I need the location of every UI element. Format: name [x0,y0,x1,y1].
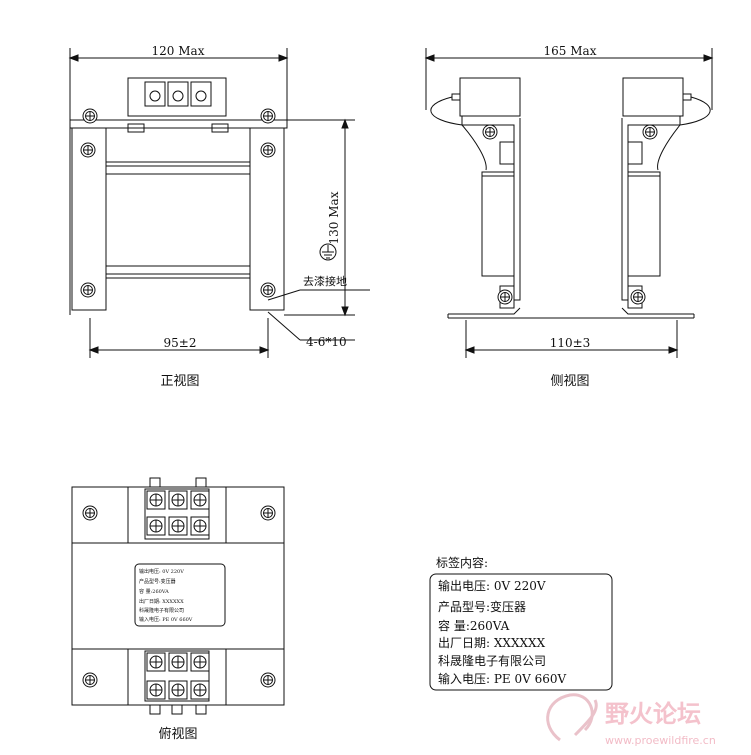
plate-line-3: 容 量:260VA [139,588,169,595]
ground-note: 去漆接地 [303,275,347,288]
front-view [68,48,370,358]
svg-text:输出电压: 0V 220V 产品型号:变压器: 输出电压: 0V 220V 产品型号:变压器 容 量:260VA 出厂日期: X… [139,568,193,623]
label-line-4: 出厂日期: XXXXXX [438,636,546,650]
side-mount-dim: 110±3 [550,336,591,350]
front-view-caption: 正视图 [160,374,199,389]
label-line-6: 输入电压: PE 0V 660V [438,671,567,686]
label-heading: 标签内容: [436,555,488,570]
front-mount-dim: 95±2 [164,336,197,350]
front-width-dim: 120 Max [152,44,205,58]
front-height-dim: 130 Max [327,191,341,244]
plate-line-2: 产品型号:变压器 [139,578,176,585]
plate-line-1: 输出电压: 0V 220V [139,568,184,575]
watermark-logo-icon [546,693,598,742]
plate-line-5: 科晟隆电子有限公司 [139,607,184,614]
top-view-caption: 俯视图 [158,726,197,742]
label-box [429,573,613,691]
side-view [424,48,714,358]
top-view [71,477,285,715]
watermark-text: 野火论坛 [605,700,701,728]
hole-dim: 4-6*10 [306,335,347,349]
label-line-2: 产品型号:变压器 [438,599,526,614]
side-view-caption: 侧视图 [550,374,589,389]
watermark-url: www.proewildfire.cn [605,734,716,747]
label-line-3: 容 量:260VA [438,618,510,633]
label-line-1: 输出电压: 0V 220V [438,578,546,593]
plate-line-4: 出厂日期: XXXXXX [139,598,184,605]
label-line-5: 科晟隆电子有限公司 [438,653,546,668]
plate-line-6: 输入电压: PE 0V 660V [139,616,193,623]
side-width-dim: 165 Max [544,44,597,58]
